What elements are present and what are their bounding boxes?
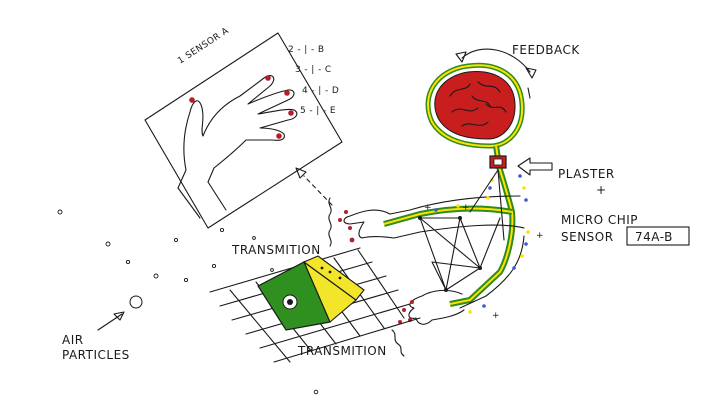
transmition-lower-label: TRANSMITION <box>297 344 387 358</box>
nerve-dots <box>434 174 530 314</box>
microchip-sensor-label: SENSOR <box>561 230 614 244</box>
nerve-path <box>343 145 530 325</box>
fingertip-sensor <box>189 97 195 103</box>
svg-text:+: + <box>492 311 500 321</box>
sensor-card: 1 SENSOR A 2 - | - B 3 - | - C 4 - | - D… <box>144 26 343 229</box>
fingertip-sensor <box>284 90 290 96</box>
wrist-line <box>177 187 201 219</box>
feedback-arrow <box>455 48 537 99</box>
svg-text:+: + <box>536 231 544 241</box>
plaster-label: PLASTER <box>558 167 615 181</box>
transmition-squiggle <box>328 197 332 247</box>
air-particle-icon <box>129 295 143 309</box>
air-particles <box>57 209 319 395</box>
sensor-card-outline <box>144 32 343 229</box>
chip-code-box <box>626 226 690 246</box>
fingertip-sensor <box>265 75 271 81</box>
finger-code-label: 4 - | - D <box>302 86 339 96</box>
transmition-upper-label: TRANSMITION <box>231 243 321 257</box>
feedback-label: FEEDBACK <box>512 43 580 57</box>
sensor-a-label: 1 SENSOR A <box>176 26 231 67</box>
hand-outline-icon <box>177 75 298 189</box>
fingertip-sensor <box>288 110 294 116</box>
finger-code-label: 2 - | - B <box>288 45 324 55</box>
finger-code-label: 3 - | - C <box>295 65 332 75</box>
chip-code-label: 74A-B <box>635 230 673 244</box>
plaster-arrow <box>517 157 553 176</box>
fingertip-sensor <box>276 133 282 139</box>
microchip-label: MICRO CHIP <box>561 213 638 227</box>
signal-arrow <box>295 167 333 206</box>
lower-hand-icon <box>408 289 465 325</box>
finger-code-label: 5 - | - E <box>300 106 336 116</box>
brain <box>425 62 525 149</box>
arm-mesh: + + + + <box>418 203 544 321</box>
air-label: AIR <box>62 333 84 347</box>
svg-text:+: + <box>424 203 432 213</box>
svg-text:+: + <box>462 203 470 213</box>
wearable-device <box>257 255 365 331</box>
particles-label: PARTICLES <box>62 348 130 362</box>
sensation-dots <box>338 210 414 324</box>
transmition-squiggle <box>391 329 405 357</box>
plus-label: + <box>596 183 607 197</box>
wrist-line <box>207 181 227 211</box>
brain-icon <box>434 71 516 140</box>
upper-hand-icon <box>343 209 395 239</box>
air-arrow <box>97 311 125 331</box>
